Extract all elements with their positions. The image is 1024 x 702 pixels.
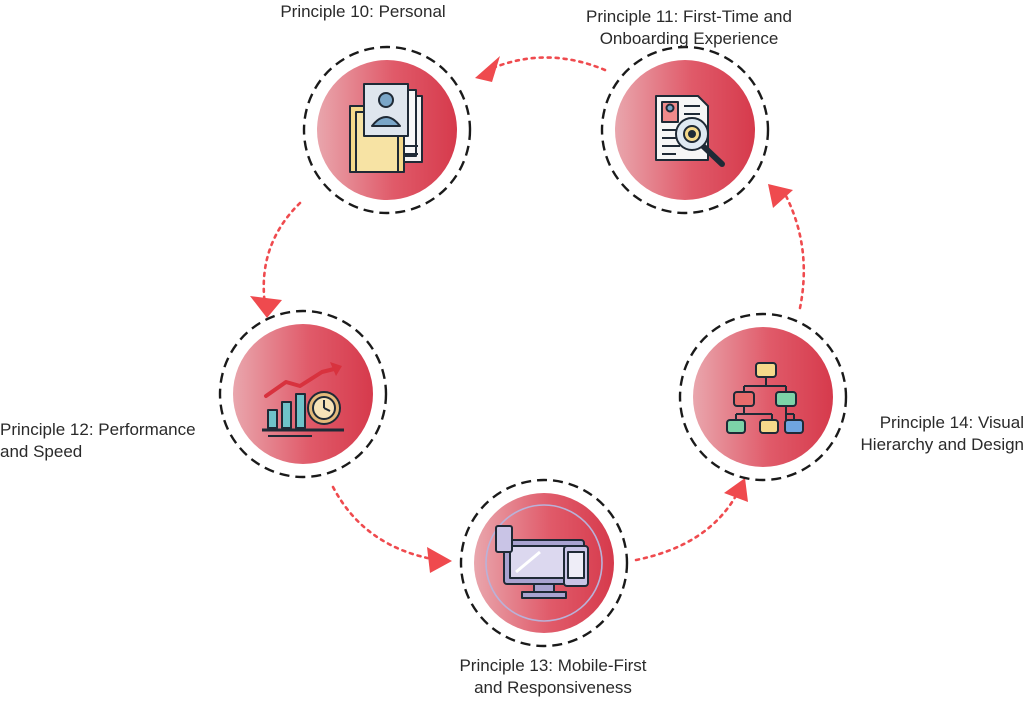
node-p11-label-line-1: Principle 11: First-Time and — [586, 7, 792, 26]
node-p13-label: Principle 13: Mobile-First and Responsiv… — [418, 655, 688, 699]
multi-device-icon — [495, 525, 589, 599]
node-p11-ring — [600, 45, 770, 215]
node-p13-inner-ring — [485, 504, 603, 622]
arrow-p10-to-p12 — [262, 201, 302, 307]
hierarchy-tree-icon — [726, 362, 804, 434]
node-p13-label-line-1: Principle 13: Mobile-First — [459, 656, 647, 675]
node-p11-label-line-2: Onboarding Experience — [599, 29, 779, 48]
node-p12 — [218, 309, 388, 479]
node-p14-disc — [693, 327, 833, 467]
node-p14 — [678, 312, 848, 482]
node-p11-label: Principle 11: First-Time and Onboarding … — [548, 6, 830, 50]
node-p11 — [600, 45, 770, 215]
arrow-p14-to-p11 — [784, 194, 806, 310]
connectors — [262, 56, 806, 562]
node-p14-label-line-1: Principle 14: Visual — [879, 413, 1024, 432]
node-p12-label-line-1: Principle 12: Performance — [0, 420, 196, 439]
node-p13 — [459, 478, 629, 648]
arrow-p13-to-p14 — [634, 490, 740, 562]
arrowhead-p11-to-p10 — [475, 56, 500, 82]
node-p12-ring — [218, 309, 388, 479]
arrow-p12-to-p13 — [331, 485, 440, 562]
node-p10-ring — [302, 45, 472, 215]
node-p14-ring — [678, 312, 848, 482]
node-p10-label: Principle 10: Personal — [238, 1, 488, 23]
node-p13-label-line-2: and Responsiveness — [474, 678, 632, 697]
node-p10-label-line-1: Principle 10: Personal — [280, 2, 446, 21]
growth-chart-clock-icon — [262, 362, 344, 437]
node-p14-label-line-2: Hierarchy and Design — [860, 435, 1024, 454]
node-p12-label-line-2: and Speed — [0, 442, 83, 461]
arrowhead-p13-to-p14 — [724, 478, 748, 502]
personal-profile-documents-icon — [349, 83, 423, 173]
document-magnifier-gear-icon — [655, 95, 725, 167]
node-p13-ring — [459, 478, 629, 648]
arrowheads — [250, 56, 793, 573]
arrow-p11-to-p10 — [486, 56, 607, 72]
node-p14-label: Principle 14: Visual Hierarchy and Desig… — [842, 412, 1024, 456]
arrowhead-p14-to-p11 — [768, 184, 793, 208]
node-p12-label: Principle 12: Performance and Speed — [0, 419, 230, 463]
arrowhead-p10-to-p12 — [250, 296, 282, 318]
arrowhead-p12-to-p13 — [427, 547, 452, 573]
node-p10 — [302, 45, 472, 215]
